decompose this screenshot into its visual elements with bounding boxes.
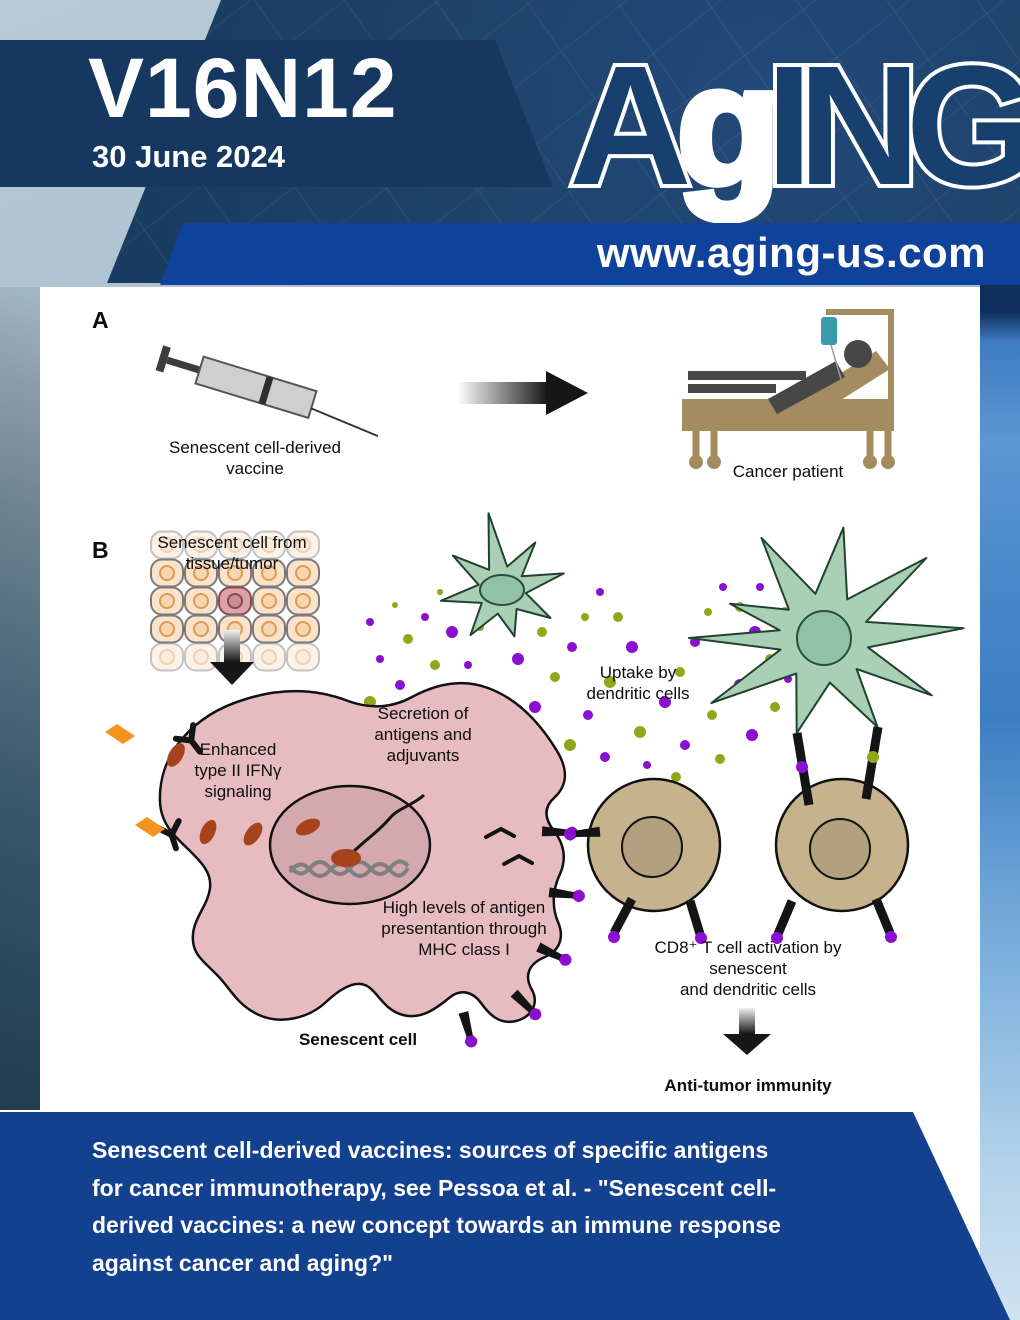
uptake-label: Uptake by dendritic cells — [586, 663, 690, 704]
secretion-label: Secretion of antigens and adjuvants — [374, 704, 472, 766]
iv-bag-icon — [821, 317, 837, 345]
tcr-bar-icon — [871, 897, 897, 943]
arrow-right-icon — [458, 371, 588, 415]
ifn-ligand-icon — [105, 724, 135, 744]
arrow-down-icon — [210, 630, 254, 685]
tcr-bar-icon — [608, 896, 636, 943]
mhc-receptor-icon — [536, 942, 572, 967]
tcr-bar-icon — [792, 732, 814, 806]
figure-panel: A Senescent cell-derived vaccine Cancer … — [40, 287, 980, 1110]
ifn-ligand-icon — [135, 817, 165, 837]
issue-banner: V16N12 30 June 2024 — [0, 40, 553, 187]
mhc-receptor-icon — [548, 887, 585, 904]
immunity-label: Anti-tumor immunity — [664, 1076, 832, 1095]
hospital-bed-icon — [682, 309, 895, 469]
aging-logo: AgING — [565, 27, 1020, 225]
tcr-bars — [608, 726, 897, 944]
website-link[interactable]: www.aging-us.com — [596, 229, 986, 276]
ifn-label: Enhanced type II IFNγ signaling — [194, 740, 282, 802]
senescent-cell-shape — [105, 681, 567, 1024]
figure-graphics — [105, 309, 965, 1055]
panel-b-label: B — [92, 537, 109, 563]
vaccine-caption: Senescent cell-derived vaccine — [169, 438, 341, 479]
mhc-receptor-icon — [510, 989, 542, 1021]
t-cell-right — [774, 777, 910, 913]
tcr-bar-icon — [771, 899, 797, 944]
panel-a-label: A — [92, 307, 109, 333]
tcr-bar-icon — [685, 899, 707, 944]
tissue-icon — [150, 530, 320, 672]
left-photo-strip — [0, 287, 40, 1112]
footer-banner: Senescent cell-derived vaccines: sources… — [0, 1112, 1010, 1320]
logo-part-a: A — [569, 31, 688, 221]
tissue-caption: Senescent cell from tissue/tumor — [157, 533, 307, 574]
footer-caption: Senescent cell-derived vaccines: sources… — [92, 1137, 781, 1277]
syringe-icon — [155, 345, 379, 438]
mhc-label: High levels of antigen presentantion thr… — [381, 898, 547, 960]
website-bar: www.aging-us.com — [160, 223, 1020, 285]
cd8-label: CD8⁺ T cell activation by senescent and … — [654, 938, 842, 1000]
arrow-down-icon — [723, 1008, 771, 1055]
logo-part-ing: ING — [766, 31, 1020, 221]
svg-text:AgING: AgING — [569, 31, 1020, 221]
issue-number: V16N12 — [88, 41, 398, 135]
mhc-receptor-icon — [564, 826, 601, 842]
ifn-receptor-icon — [172, 722, 203, 755]
mhc-receptor-icon — [458, 1011, 479, 1048]
logo-part-g: g — [677, 31, 770, 221]
dendritic-cell-small — [439, 512, 565, 638]
right-photo-strip — [980, 285, 1020, 1320]
tcr-bar-icon — [861, 726, 883, 800]
cell-nucleus — [268, 784, 432, 906]
issue-date: 30 June 2024 — [92, 139, 286, 174]
mhc-receptors — [458, 825, 601, 1048]
senescent-cell-label: Senescent cell — [298, 1030, 418, 1049]
t-cell-left — [586, 777, 722, 913]
patient-caption: Cancer patient — [732, 462, 844, 481]
dendritic-cell-large — [688, 526, 965, 735]
